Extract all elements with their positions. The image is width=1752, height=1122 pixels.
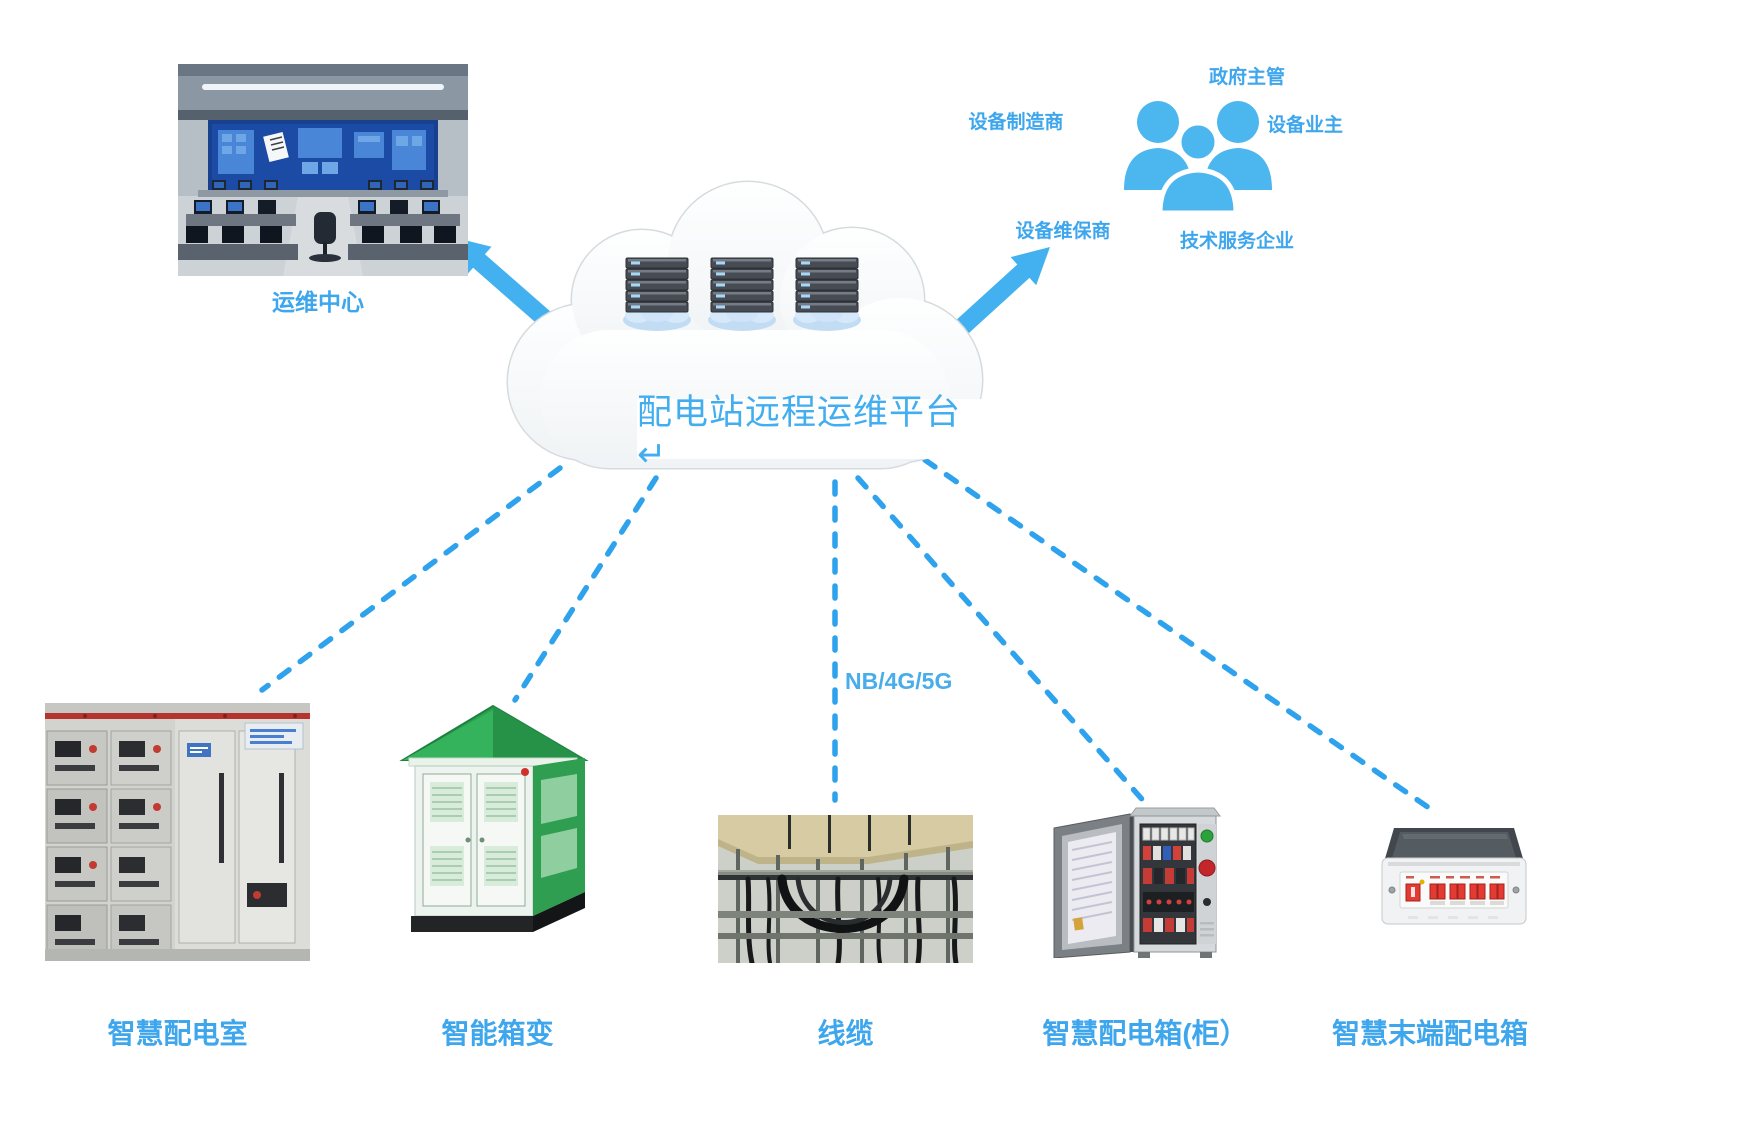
- dashed-link-distribution-room: [259, 465, 563, 693]
- network-label: NB/4G/5G: [845, 668, 953, 694]
- endpoint-label-distribution-cabinet: 智慧配电箱(柜）: [1042, 1018, 1248, 1049]
- smart-box-substation-image: [399, 704, 589, 932]
- smart-distribution-room-image: [45, 703, 310, 961]
- endpoint-label-cables: 线缆: [817, 1018, 874, 1049]
- smart-distribution-cabinet-image: [1053, 807, 1221, 958]
- stakeholder-label-maintenance: 设备维保商: [1015, 221, 1111, 242]
- stakeholder-label-government: 政府主管: [1208, 67, 1286, 88]
- endpoint-label-box-substation: 智能箱变: [441, 1018, 554, 1049]
- dashed-link-distribution-cabinet: [855, 475, 1151, 809]
- endpoint-label-distribution-room: 智慧配电室: [107, 1018, 248, 1049]
- stakeholder-label-manufacturer: 设备制造商: [968, 112, 1064, 133]
- three-users-icon: [1124, 101, 1272, 216]
- stakeholder-label-tech-service: 技术服务企业: [1179, 231, 1295, 252]
- operations-center-label: 运维中心: [272, 289, 364, 315]
- operations-center-image: [178, 64, 468, 276]
- terminal-distribution-box-image: [1381, 828, 1527, 925]
- endpoint-label-terminal-box: 智慧末端配电箱: [1331, 1018, 1528, 1049]
- stakeholder-label-owner: 设备业主: [1266, 115, 1344, 136]
- cables-image: [718, 815, 973, 963]
- dashed-link-box-substation: [512, 475, 659, 703]
- dashed-link-terminal-box: [922, 457, 1435, 813]
- platform-title: 配电站远程运维平台↵: [637, 393, 990, 474]
